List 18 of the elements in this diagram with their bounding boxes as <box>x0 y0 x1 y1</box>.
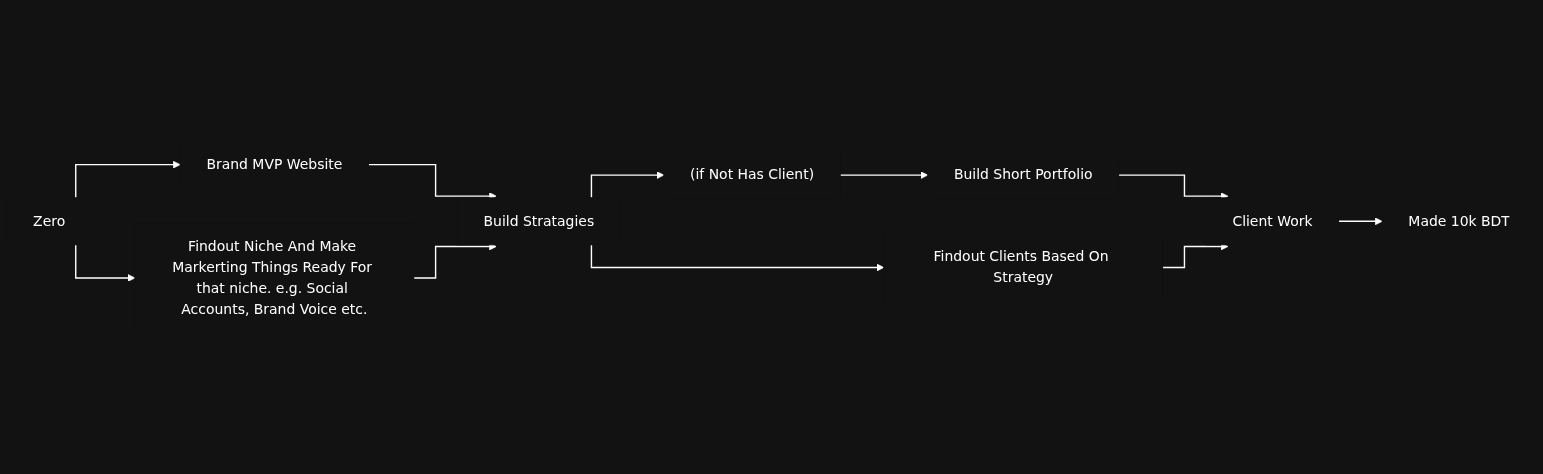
node-text: (if Not Has Client) <box>690 166 815 183</box>
node-text: Findout Niche And Make Markerting Things Ready For that niche. e.g. Social Accounts, Brand Voice etc. <box>172 237 373 318</box>
arrow <box>839 171 929 179</box>
arrow <box>1161 242 1229 269</box>
node-text: Brand MVP Website <box>206 155 343 173</box>
arrow <box>367 163 497 200</box>
node-text: Build Short Portfolio <box>953 166 1093 183</box>
node-text: Findout Clients Based On Strategy <box>933 248 1109 286</box>
node-text: Client Work <box>1232 212 1313 230</box>
arrow <box>590 171 665 199</box>
arrow <box>75 244 136 282</box>
arrow <box>75 160 181 199</box>
arrow <box>1337 217 1383 226</box>
arrow <box>1118 174 1229 200</box>
arrow <box>590 244 885 272</box>
arrow <box>413 242 497 279</box>
node-text: Zero <box>33 212 66 230</box>
node-text: Made 10k BDT <box>1408 212 1510 230</box>
